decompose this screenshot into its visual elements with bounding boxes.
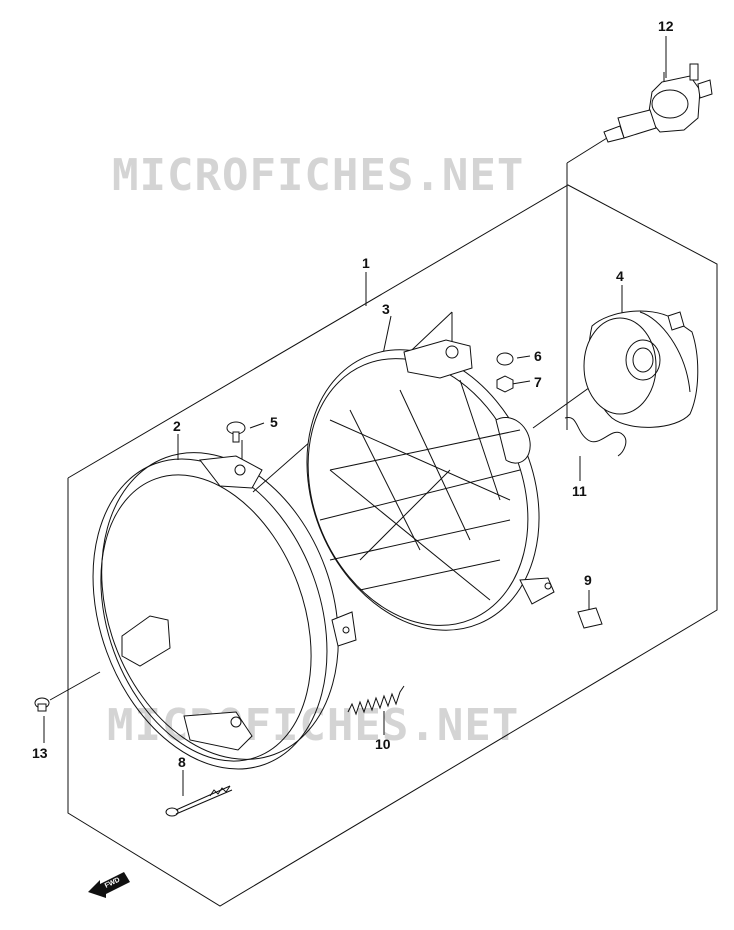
watermark-top: MICROFICHES.NET: [112, 150, 524, 201]
callout-5: 5: [270, 414, 278, 430]
callout-8: 8: [178, 754, 186, 770]
callout-1: 1: [362, 255, 370, 271]
wire-spring-part-11: [564, 416, 627, 457]
socket-cover-part-4: [583, 310, 699, 428]
screw-part-13: [34, 697, 50, 712]
headlamp-rim-part-2: [92, 452, 357, 770]
adjust-screw-part-8: [165, 785, 233, 817]
callout-10: 10: [375, 736, 391, 752]
bulb-part-12: [603, 63, 713, 143]
callout-2: 2: [173, 418, 181, 434]
nut-part-7: [496, 375, 514, 393]
callout-9: 9: [584, 572, 592, 588]
callout-7: 7: [534, 374, 542, 390]
callout-13: 13: [32, 745, 48, 761]
callout-12: 12: [658, 18, 674, 34]
assembly-frame: [67, 184, 718, 907]
washer-part-6: [496, 352, 514, 366]
adjust-spring-part-10: [347, 685, 405, 716]
clip-nut-part-9: [577, 607, 603, 629]
callout-11: 11: [572, 483, 587, 499]
fwd-arrow-icon: FWD: [88, 872, 130, 898]
callout-3: 3: [382, 301, 390, 317]
callout-6: 6: [534, 348, 542, 364]
callout-4: 4: [616, 268, 624, 284]
screw-part-5: [226, 421, 246, 443]
headlamp-unit-part-3: [306, 339, 555, 631]
